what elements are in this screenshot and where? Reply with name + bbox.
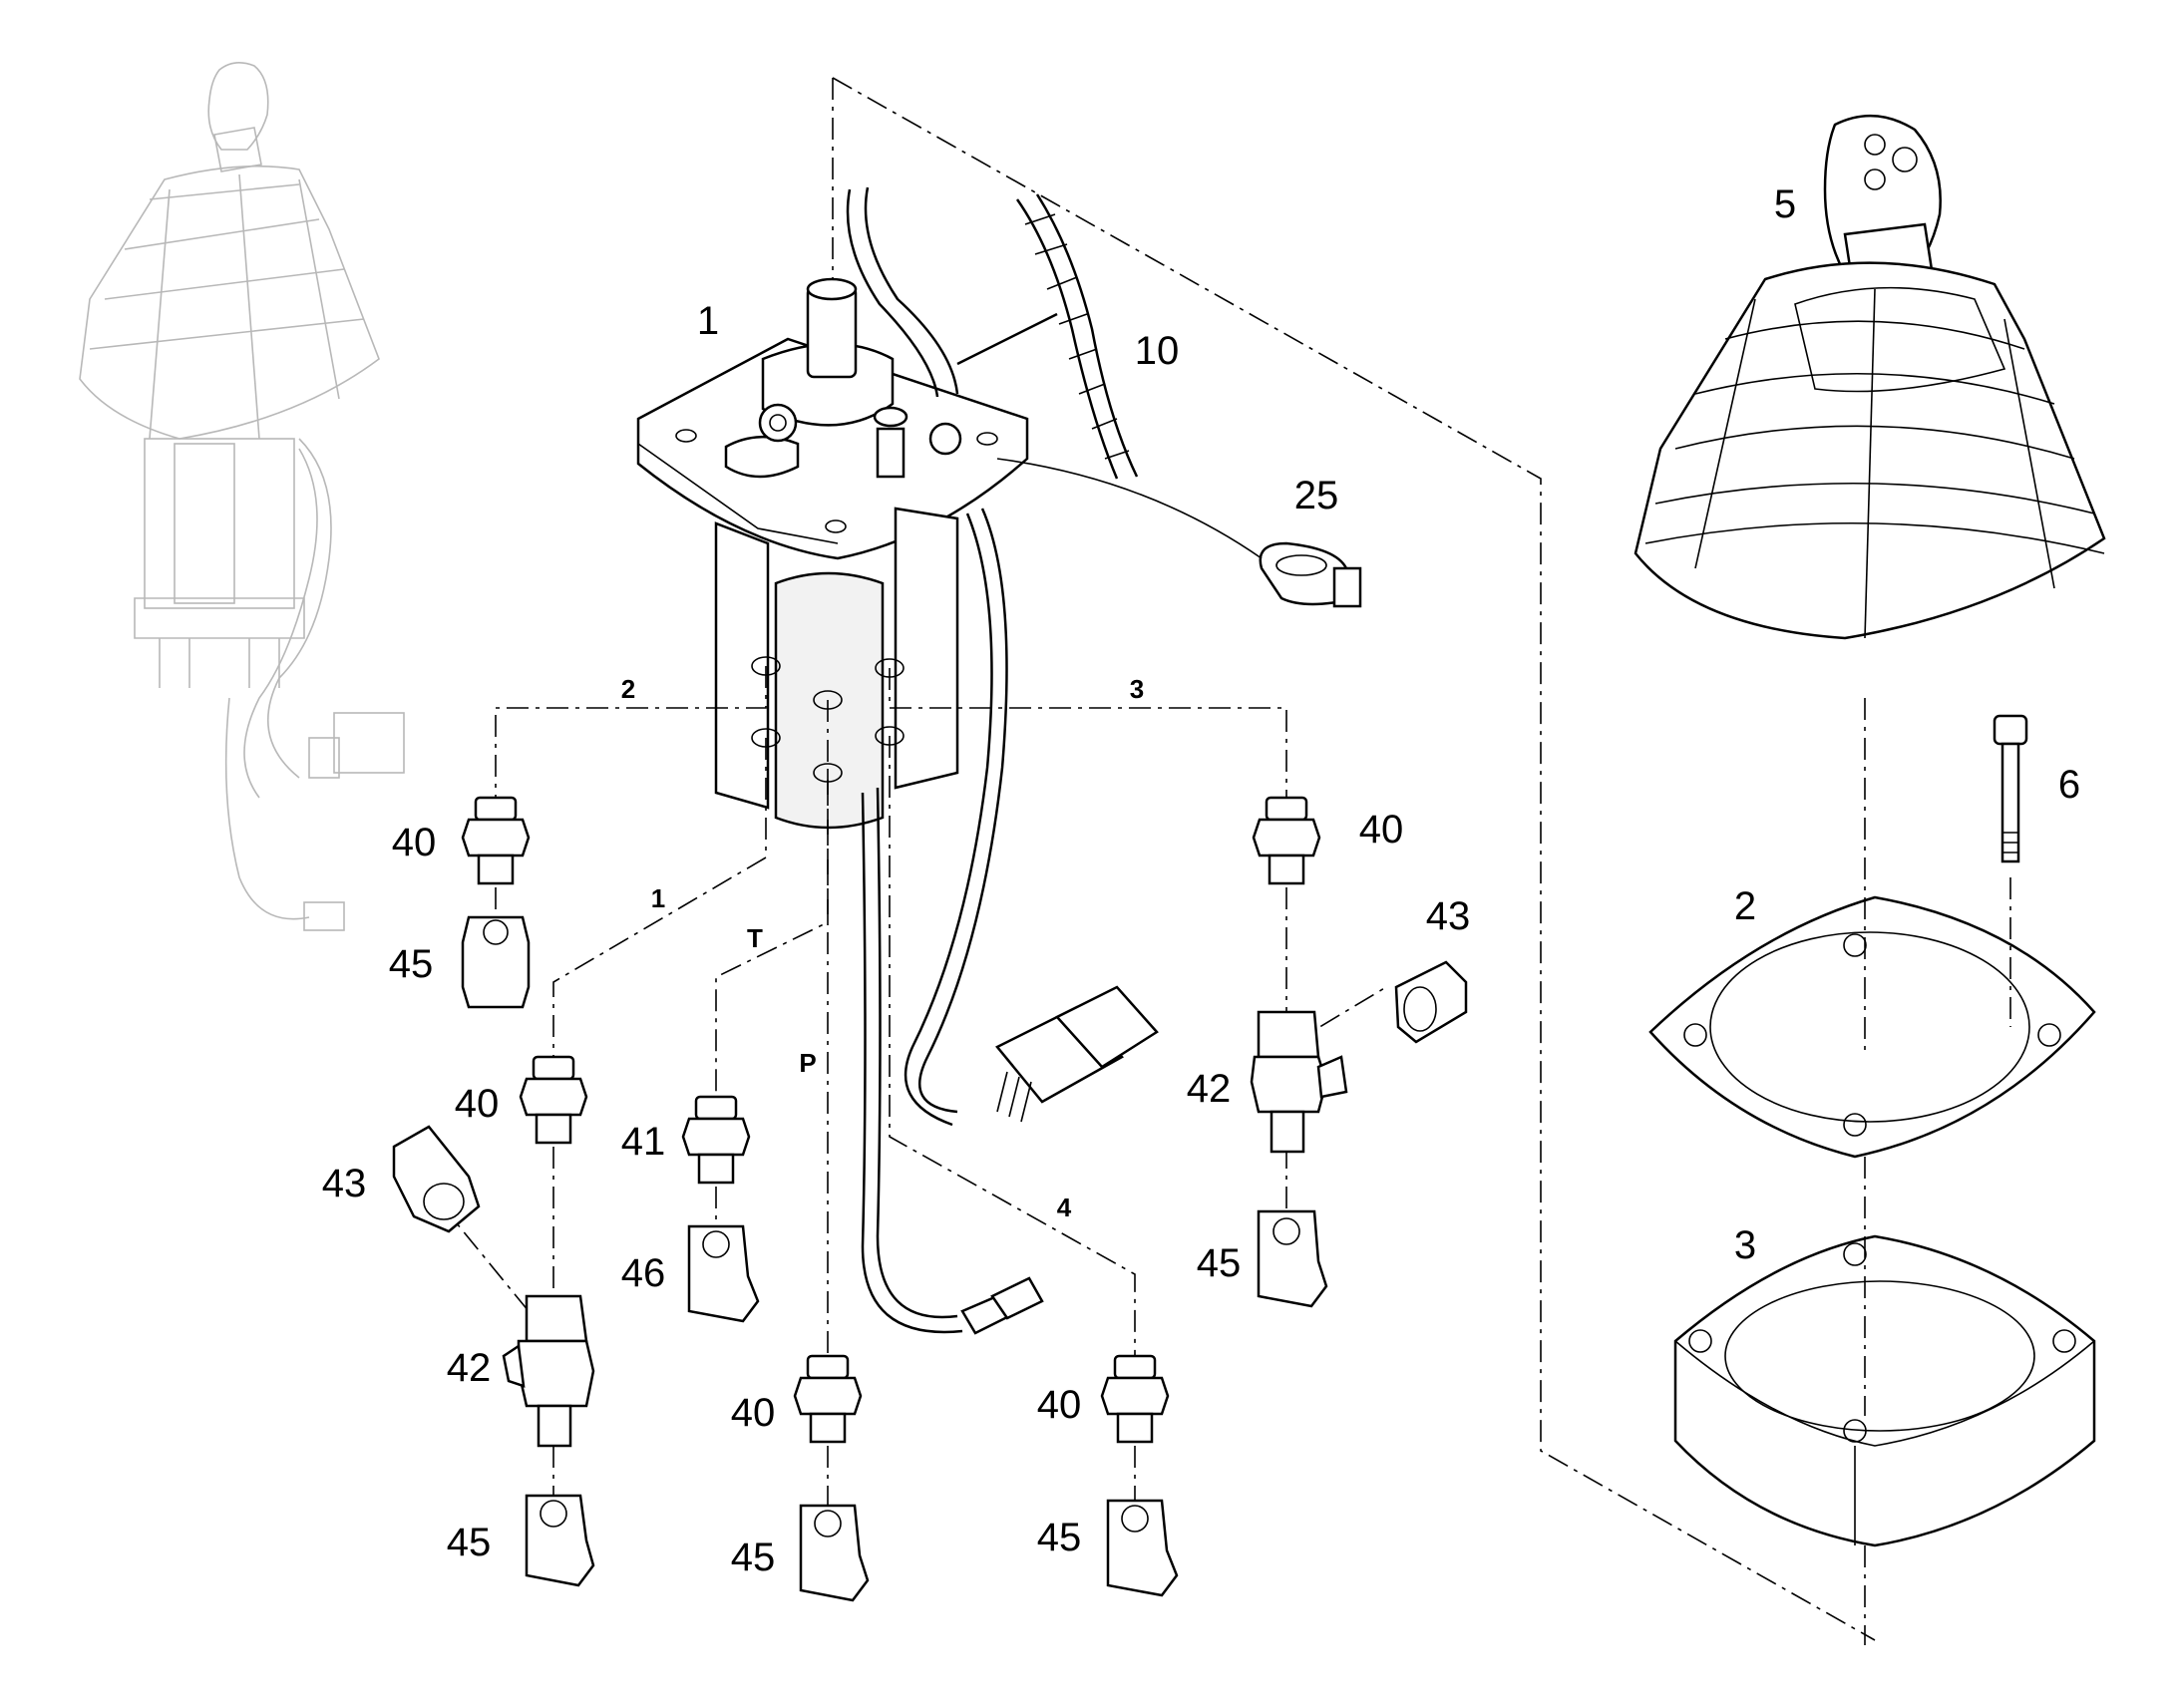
nut-43-b xyxy=(1394,960,1468,1044)
port-label-t: T xyxy=(747,923,763,953)
port-label-p: P xyxy=(799,1048,816,1078)
elbow-45-d xyxy=(1106,1499,1179,1597)
flange-plate xyxy=(1648,895,2096,1159)
port-labels: 2 3 1 T P 4 xyxy=(621,674,1144,1222)
label-part-25: 25 xyxy=(1294,474,1339,517)
label-part-43-a: 43 xyxy=(322,1162,367,1205)
cable-clip xyxy=(996,458,1362,608)
label-part-42-b: 42 xyxy=(1187,1067,1232,1111)
label-part-10: 10 xyxy=(1135,329,1180,373)
label-part-45-b: 45 xyxy=(1197,1241,1242,1285)
label-part-40-e: 40 xyxy=(1037,1383,1082,1427)
assembled-joystick-ghost xyxy=(79,62,405,931)
right-assembly-centerlines xyxy=(1864,698,2011,1645)
socket-bolt xyxy=(1993,714,2028,863)
label-part-6: 6 xyxy=(2058,763,2080,807)
label-part-40-d: 40 xyxy=(731,1391,776,1435)
label-part-45-d: 45 xyxy=(731,1536,776,1579)
label-part-40-c: 40 xyxy=(455,1082,500,1126)
elbow-45-a xyxy=(525,1494,595,1587)
joystick-handle-with-boot xyxy=(1634,114,2106,640)
label-part-46: 46 xyxy=(621,1251,666,1295)
nut-43-a xyxy=(392,1125,481,1233)
assembly-guide-box xyxy=(832,77,1876,1641)
nut-45-a xyxy=(461,915,531,1009)
label-part-3: 3 xyxy=(1734,1223,1756,1267)
port-label-2: 2 xyxy=(621,674,635,704)
label-part-45-a: 45 xyxy=(389,942,434,986)
fitting-40-d xyxy=(793,1354,863,1444)
label-part-5: 5 xyxy=(1774,182,1796,226)
port-label-3: 3 xyxy=(1130,674,1144,704)
fitting-40-e xyxy=(1100,1354,1170,1444)
label-part-42-a: 42 xyxy=(447,1346,492,1390)
label-part-45-e: 45 xyxy=(1037,1516,1082,1559)
port-label-1: 1 xyxy=(651,883,665,913)
fitting-40-b xyxy=(1252,796,1321,885)
fitting-40-a xyxy=(461,796,531,885)
elbow-45-c xyxy=(799,1504,870,1602)
label-part-45-c: 45 xyxy=(447,1521,492,1564)
label-part-40-a: 40 xyxy=(392,821,437,864)
cable-connector-large xyxy=(995,985,1159,1123)
cable-connector-small xyxy=(960,1276,1044,1335)
label-part-43-b: 43 xyxy=(1426,894,1471,938)
fitting-40-c xyxy=(519,1055,588,1145)
part-number-labels: 1 10 25 5 6 2 3 40 45 40 43 42 45 40 43 … xyxy=(322,182,2080,1579)
tee-42-b xyxy=(1250,1010,1348,1154)
label-part-41: 41 xyxy=(621,1120,666,1164)
elbow-45-b xyxy=(1257,1209,1328,1308)
label-part-1: 1 xyxy=(697,299,719,343)
tee-42-a xyxy=(502,1294,595,1448)
spacer-ring xyxy=(1673,1234,2096,1547)
port-label-4: 4 xyxy=(1057,1193,1072,1222)
spiral-wrap-sleeve xyxy=(1015,193,1139,480)
pilot-valve-body xyxy=(636,186,1058,1334)
label-part-2: 2 xyxy=(1734,884,1756,928)
fitting-41 xyxy=(681,1095,751,1185)
elbow-46 xyxy=(687,1224,760,1323)
label-part-40-b: 40 xyxy=(1359,808,1404,852)
